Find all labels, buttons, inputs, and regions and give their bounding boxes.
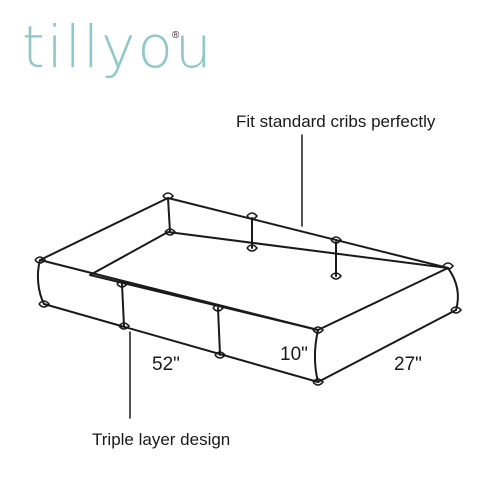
tie-bow [330,272,343,280]
tie-bow [162,192,175,200]
tie-strap-front-1 [121,283,125,327]
dimension-width: 27" [394,354,422,375]
tie-strap-back-1 [167,197,171,233]
tie-bow [118,322,131,330]
callout-triple-layer: Triple layer design [92,430,231,449]
tie-bow [116,280,129,288]
tie-bow [214,351,227,359]
brand-logo: tillyou [22,13,214,81]
dimension-height: 10" [280,344,308,365]
tie-bow [38,300,51,308]
bumper-right-edge [447,267,459,311]
tie-strap-front-2 [217,307,221,356]
bumper-front-right-edge [314,329,319,383]
tie-bow [246,212,259,220]
tie-bow [312,326,325,334]
bumper-left-edge [36,259,45,305]
dimension-length: 52" [152,354,180,375]
tie-bow [164,228,177,236]
tie-bow [312,378,325,386]
bumper-top-rim-outer [39,197,449,331]
callout-fit-standard-cribs: Fit standard cribs perfectly [236,112,436,131]
tie-bow [212,304,225,312]
trademark-symbol: ® [172,30,180,41]
bumper-bottom-edge-front [43,303,319,383]
bumper-bottom-edge-right [317,309,457,383]
tie-bow [34,256,47,264]
tie-bow [442,262,455,270]
tie-bow [330,236,343,244]
tie-bow [246,244,259,252]
tie-bow [450,306,463,314]
bumper-top-rim-inner [89,231,449,331]
